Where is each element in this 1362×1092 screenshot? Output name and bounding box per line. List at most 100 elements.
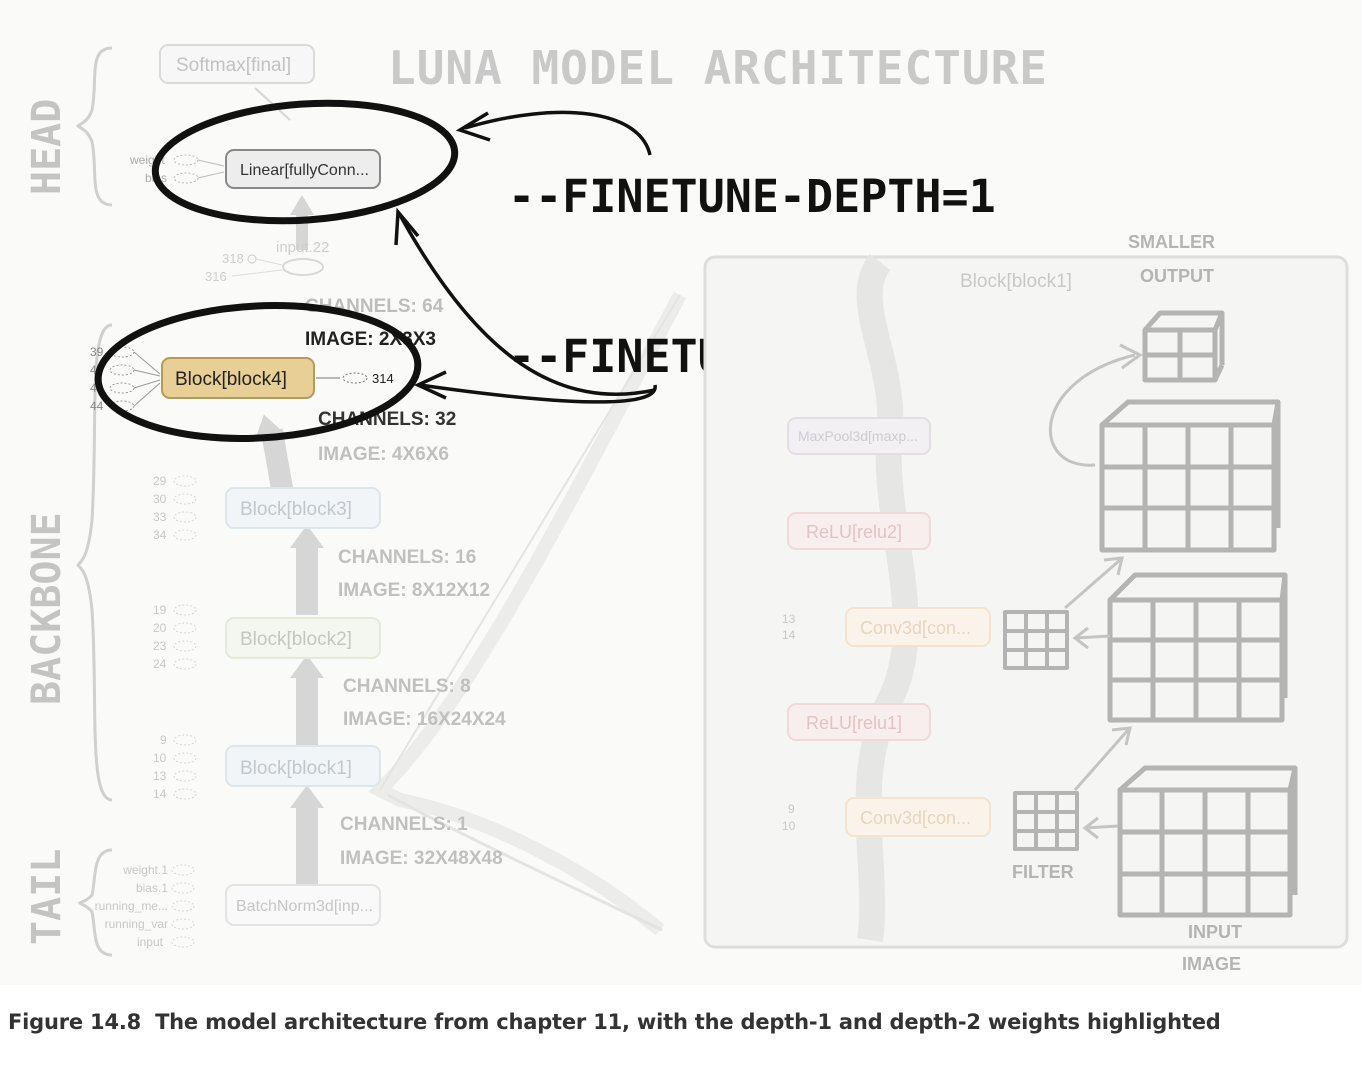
batchnorm-node (225, 884, 381, 926)
conv2-node (845, 607, 991, 647)
b2-image: IMAGE: 8X12X12 (338, 580, 490, 601)
svg-text:running_var: running_var (105, 917, 168, 931)
depth1-highlight-ring (151, 99, 459, 225)
diagram-title: LUNA MODEL ARCHITECTURE (388, 41, 1048, 95)
input-image-line1: INPUT (1188, 922, 1242, 942)
in-channels: CHANNELS: 1 (340, 814, 468, 835)
figure-number: Figure 14.8 (8, 1010, 142, 1034)
relu2-label: ReLU[relu2] (806, 522, 902, 542)
zoom-band (368, 291, 687, 936)
linear-params: weight bias (129, 153, 225, 185)
relu2-node (787, 512, 931, 550)
section-backbone: BACKBONE (24, 512, 70, 705)
svg-text:running_me...: running_me... (95, 899, 168, 913)
block3-params: 29 30 33 34 (153, 474, 197, 542)
svg-text:24: 24 (153, 657, 167, 671)
b2-channels: CHANNELS: 16 (338, 547, 476, 568)
section-head: HEAD (24, 99, 70, 195)
architecture-diagram: LUNA MODEL ARCHITECTURE HEAD BACKBONE TA… (24, 41, 1349, 974)
relu1-label: ReLU[relu1] (806, 713, 902, 733)
b3-image: IMAGE: 4X6X6 (318, 444, 449, 465)
block4-node (161, 357, 315, 399)
softmax-node (159, 44, 315, 84)
input22-params: 318 316 (205, 251, 283, 284)
depth2-arrow-b (398, 214, 656, 396)
conv2-label: Conv3d[con... (860, 618, 971, 638)
section-tail: TAIL (24, 849, 70, 945)
smaller-output-line1: SMALLER (1128, 232, 1215, 252)
svg-text:9: 9 (160, 733, 167, 747)
block4-output: 314 (372, 371, 394, 386)
filter-label: FILTER (1012, 862, 1074, 882)
linear-label: Linear[fullyConn... (240, 162, 369, 179)
finetune-depth1-label: --FINETUNE-DEPTH=1 (508, 170, 996, 223)
svg-text:19: 19 (153, 603, 167, 617)
diagram-canvas: LUNA MODEL ARCHITECTURE HEAD BACKBONE TA… (24, 41, 1349, 974)
relu1-node (787, 703, 931, 741)
head-brace (75, 46, 113, 207)
tail-params: weight.1 bias.1 running_me... running_va… (95, 863, 195, 949)
maxpool-label: MaxPool3d[maxp... (798, 428, 918, 444)
inset-labels: SMALLER OUTPUT FILTER INPUT IMAGE (1012, 232, 1242, 974)
sketched-cubes (1003, 310, 1298, 918)
svg-text:14: 14 (782, 628, 796, 642)
input22-label: input.22 (276, 239, 329, 256)
b1-channels: CHANNELS: 8 (343, 676, 471, 697)
filter-grid-top (1003, 610, 1069, 670)
conv1-node (845, 797, 991, 837)
svg-text:34: 34 (153, 528, 167, 542)
svg-text:14: 14 (153, 787, 167, 801)
block2-params: 19 20 23 24 (153, 603, 197, 671)
svg-text:10: 10 (153, 751, 167, 765)
svg-text:input: input (137, 935, 164, 949)
inset-nodes: MaxPool3d[maxp... ReLU[relu2] Conv3d[con… (782, 417, 991, 837)
cube-arrows (1049, 343, 1143, 840)
svg-text:10: 10 (782, 819, 796, 833)
output-cube (1142, 310, 1225, 383)
b1-image: IMAGE: 16X24X24 (343, 709, 506, 730)
figure-caption-text: The model architecture from chapter 11, … (155, 1010, 1221, 1034)
depth2-highlight-ring (94, 302, 422, 442)
svg-text:29: 29 (153, 474, 167, 488)
block3-node (225, 487, 381, 529)
svg-text:13: 13 (153, 769, 167, 783)
svg-text:bias.1: bias.1 (136, 881, 168, 895)
depth1-arrow (464, 110, 652, 156)
svg-text:318: 318 (222, 251, 244, 266)
in-image: IMAGE: 32X48X48 (340, 848, 503, 869)
svg-text:33: 33 (153, 510, 167, 524)
conv-cube (1107, 572, 1288, 723)
block3-label: Block[block3] (240, 499, 352, 520)
maxpool-node (787, 417, 931, 455)
svg-text:20: 20 (153, 621, 167, 635)
svg-text:44: 44 (90, 399, 104, 413)
inset-title: Block[block1] (960, 271, 1072, 292)
block1-params: 9 10 13 14 (153, 733, 197, 801)
depth2-arrow-a (419, 383, 657, 404)
batchnorm-label: BatchNorm3d[inp... (236, 898, 373, 915)
figure-caption: Figure 14.8 The model architecture from c… (8, 1010, 1221, 1034)
input22-node (282, 258, 324, 276)
mid-cube (1099, 399, 1281, 553)
block4-label: Block[block4] (175, 369, 287, 390)
block2-node (225, 617, 381, 659)
block2-label: Block[block2] (240, 629, 352, 650)
input-cube (1117, 765, 1298, 918)
softmax-label: Softmax[final] (176, 55, 291, 76)
svg-text:9: 9 (788, 802, 795, 816)
conv1-label: Conv3d[con... (860, 808, 971, 828)
input-image-line2: IMAGE (1182, 954, 1241, 974)
svg-text:weight.1: weight.1 (122, 863, 168, 877)
block1-node (225, 745, 381, 787)
svg-text:30: 30 (153, 492, 167, 506)
filter-grid-bottom (1013, 791, 1079, 851)
tail-brace (77, 848, 113, 957)
linear-node (225, 149, 381, 189)
block1-label: Block[block1] (240, 758, 352, 779)
svg-text:23: 23 (153, 639, 167, 653)
svg-text:13: 13 (782, 612, 796, 626)
svg-text:316: 316 (205, 269, 227, 284)
backbone-brace (76, 323, 113, 802)
b4-image: IMAGE: 2X3X3 (305, 329, 436, 350)
smaller-output-line2: OUTPUT (1140, 266, 1214, 286)
